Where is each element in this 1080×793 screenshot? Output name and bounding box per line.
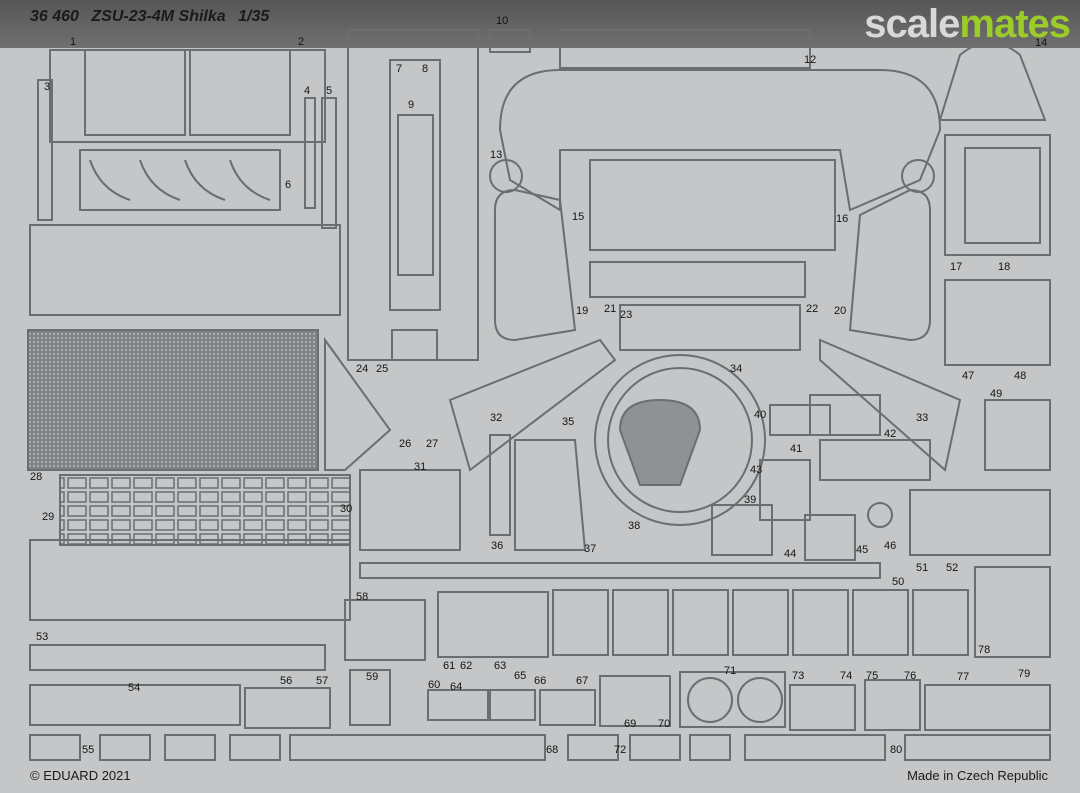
part-number-32: 32 — [490, 412, 502, 424]
part-number-58: 58 — [356, 591, 368, 603]
part-number-22: 22 — [806, 303, 818, 315]
part-number-39: 39 — [744, 494, 756, 506]
part-number-76: 76 — [904, 670, 916, 682]
part-number-69: 69 — [624, 718, 636, 730]
part-large-plate — [29, 224, 341, 316]
part-number-74: 74 — [840, 670, 852, 682]
part-number-20: 20 — [834, 305, 846, 317]
part-number-8: 8 — [422, 63, 428, 75]
part-number-68: 68 — [546, 744, 558, 756]
part-1-2-frame — [49, 49, 326, 143]
scale-label: 1/35 — [238, 8, 270, 25]
part-number-43: 43 — [750, 464, 762, 476]
part-number-80: 80 — [890, 744, 902, 756]
part-number-3: 3 — [44, 81, 50, 93]
part-number-6: 6 — [285, 179, 291, 191]
part-number-72: 72 — [614, 744, 626, 756]
sheet-title: 36 460 ZSU-23-4M Shilka 1/35 — [30, 8, 277, 26]
part-number-25: 25 — [376, 363, 388, 375]
part-number-1: 1 — [70, 36, 76, 48]
copyright-text: © EDUARD 2021 — [30, 768, 131, 783]
part-number-59: 59 — [366, 671, 378, 683]
part-number-66: 66 — [534, 675, 546, 687]
part-number-17: 17 — [950, 261, 962, 273]
part-number-75: 75 — [866, 670, 878, 682]
header-bar: 36 460 ZSU-23-4M Shilka 1/35 scalemates — [0, 0, 1080, 48]
part-number-12: 12 — [804, 54, 816, 66]
part-number-37: 37 — [584, 543, 596, 555]
part-number-51: 51 — [916, 562, 928, 574]
part-number-21: 21 — [604, 303, 616, 315]
part-number-26: 26 — [399, 438, 411, 450]
part-number-24: 24 — [356, 363, 368, 375]
part-number-30: 30 — [340, 503, 352, 515]
part-number-70: 70 — [658, 718, 670, 730]
part-number-28: 28 — [30, 471, 42, 483]
part-number-45: 45 — [856, 544, 868, 556]
part-number-44: 44 — [784, 548, 796, 560]
part-number-55: 55 — [82, 744, 94, 756]
part-number-40: 40 — [754, 409, 766, 421]
part-number-14: 14 — [1035, 37, 1047, 49]
part-number-57: 57 — [316, 675, 328, 687]
part-number-63: 63 — [494, 660, 506, 672]
part-number-53: 53 — [36, 631, 48, 643]
part-number-23: 23 — [620, 309, 632, 321]
part-number-60: 60 — [428, 679, 440, 691]
part-number-35: 35 — [562, 416, 574, 428]
part-number-33: 33 — [916, 412, 928, 424]
part-number-34: 34 — [730, 363, 742, 375]
part-number-79: 79 — [1018, 668, 1030, 680]
part-number-77: 77 — [957, 671, 969, 683]
part-number-36: 36 — [491, 540, 503, 552]
catalog-number: 36 460 — [30, 8, 79, 25]
part-number-41: 41 — [790, 443, 802, 455]
part-number-7: 7 — [396, 63, 402, 75]
part-number-73: 73 — [792, 670, 804, 682]
part-number-13: 13 — [490, 149, 502, 161]
part-number-18: 18 — [998, 261, 1010, 273]
part-number-27: 27 — [426, 438, 438, 450]
part-number-10: 10 — [496, 15, 508, 27]
part-number-48: 48 — [1014, 370, 1026, 382]
part-number-4: 4 — [304, 85, 310, 97]
model-name: ZSU-23-4M Shilka — [91, 8, 226, 25]
part-number-71: 71 — [724, 665, 736, 677]
part-number-29: 29 — [42, 511, 54, 523]
part-number-64: 64 — [450, 681, 462, 693]
part-number-9: 9 — [408, 99, 414, 111]
part-number-56: 56 — [280, 675, 292, 687]
part-number-62: 62 — [460, 660, 472, 672]
part-number-78: 78 — [978, 644, 990, 656]
part-number-47: 47 — [962, 370, 974, 382]
part-number-42: 42 — [884, 428, 896, 440]
part-number-19: 19 — [576, 305, 588, 317]
part-number-31: 31 — [414, 461, 426, 473]
part-number-5: 5 — [326, 85, 332, 97]
part-number-15: 15 — [572, 211, 584, 223]
part-number-16: 16 — [836, 213, 848, 225]
origin-text: Made in Czech Republic — [907, 768, 1048, 783]
part-number-46: 46 — [884, 540, 896, 552]
part-number-50: 50 — [892, 576, 904, 588]
part-number-65: 65 — [514, 670, 526, 682]
part-number-38: 38 — [628, 520, 640, 532]
part-number-49: 49 — [990, 388, 1002, 400]
part-number-61: 61 — [443, 660, 455, 672]
part-number-54: 54 — [128, 682, 140, 694]
turret-ring — [594, 354, 766, 526]
part-number-67: 67 — [576, 675, 588, 687]
scalemates-watermark: scalemates — [864, 2, 1071, 46]
part-number-52: 52 — [946, 562, 958, 574]
part-number-2: 2 — [298, 36, 304, 48]
